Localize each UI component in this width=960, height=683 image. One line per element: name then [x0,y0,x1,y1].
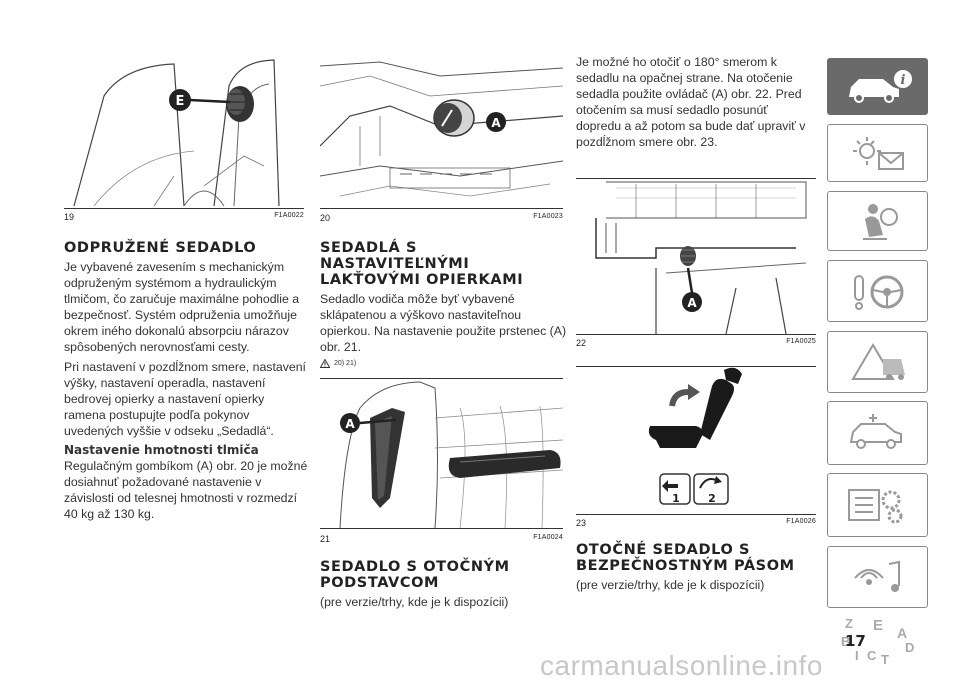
svg-text:A: A [345,417,355,431]
svg-text:E: E [176,94,185,109]
gears-specs-icon [847,489,902,524]
section-heading: ODPRUŽENÉ SEDADLO [64,240,257,256]
armrest-ring-illustration: A [320,378,563,528]
figure-21-caption: 21 F1A0024 [320,534,563,544]
swivel-lever-illustration: A [576,178,816,334]
warning-refs-text: 20) 21) [334,360,357,367]
paragraph: (pre verzie/trhy, kde je k dispozícii) [576,578,765,592]
figure-19-caption: 19 F1A0022 [64,212,304,222]
svg-text:2: 2 [708,492,716,505]
forward-step-badge: 1 [659,473,691,505]
svg-text:E: E [873,617,883,634]
svg-text:1: 1 [672,492,680,505]
armrest-icon [370,408,405,508]
subheading: Nastavenie hmotnosti tlmiča [64,443,259,457]
paragraph: (pre verzie/trhy, kde je k dispozícii) [320,595,509,609]
section-swivel-description: Je možné ho otočiť o 180° smerom k sedad… [576,54,816,150]
figure-20: A [320,56,563,209]
paragraph: Sedadlo vodiča môže byť vybavené sklápat… [320,292,567,354]
center-console-armrest-icon [448,450,561,478]
callout-a-badge [340,413,360,433]
svg-text:D: D [905,640,914,655]
tab-technical-data[interactable] [827,473,928,537]
rotate-step-badge: 2 [693,473,729,505]
warning-triangle-icon [320,359,330,368]
car-info-icon: i [848,69,912,103]
figure-code: F1A0024 [533,534,563,541]
callout-a-badge [486,112,506,132]
tab-emergency[interactable] [827,331,928,393]
section-heading: OTOČNÉ SEDADLO S BEZPEČNOSTNÝM PÁSOM [576,542,795,574]
seat-suspension-knob-illustration: E [64,56,304,208]
steering-wheel-icon [853,275,903,310]
suspension-knob-icon [226,86,254,122]
paragraph: Pri nastavení v pozdĺžnom smere, nastave… [64,360,306,438]
paragraph: Je možné ho otočiť o 180° smerom k sedad… [576,55,806,149]
svg-text:A: A [687,296,697,310]
figure-number: 19 [64,212,75,222]
damper-adjust-knob-illustration: A [320,56,563,208]
maintenance-car-icon [849,414,902,449]
figure-number: 22 [576,338,587,348]
multimedia-icon [853,560,900,592]
seat-rotation-diagram: 1 2 [576,366,816,514]
figure-23: 1 2 [576,366,816,515]
warning-references: 20) 21) [320,359,568,368]
dashboard-lights-icon [852,137,904,170]
figure-code: F1A0022 [274,212,304,219]
paragraph: Regulačným gombíkom (A) obr. 20 je možné… [64,459,308,521]
svg-text:C: C [867,648,877,663]
tab-vehicle-info[interactable]: i [827,58,928,115]
figure-code: F1A0023 [533,213,563,220]
figure-20-caption: 20 F1A0023 [320,213,563,223]
damper-knob-icon [433,99,475,137]
tab-starting-driving[interactable] [827,260,928,322]
warning-road-icon [850,343,905,380]
alphabet-index-icon: Z E A B D I C T [841,616,914,666]
figure-code: F1A0026 [786,518,816,525]
figure-number: 20 [320,213,331,223]
svg-text:I: I [855,648,859,663]
section-suspension-seat: ODPRUŽENÉ SEDADLO Je vybavené zavesením … [64,240,309,522]
section-heading: SEDADLO S OTOČNÝM PODSTAVCOM [320,559,510,591]
page-number: 17 [845,632,866,650]
svg-text:i: i [900,73,905,88]
section-swivel-seat: SEDADLO S OTOČNÝM PODSTAVCOM (pre verzie… [320,559,568,610]
figure-21: A [320,378,563,529]
section-armrest-seats: SEDADLÁ S NASTAVITEĽNÝMI LAKŤOVÝMI OPIER… [320,240,568,368]
figure-number: 23 [576,518,587,528]
seat-silhouette-icon [648,367,742,448]
figure-number: 21 [320,534,331,544]
callout-e-badge [169,89,191,111]
swivel-lever-icon [680,246,696,266]
svg-text:A: A [491,116,501,130]
figure-19: E [64,56,304,209]
airbag-safety-icon [862,204,898,240]
section-swivel-seatbelt: OTOČNÉ SEDADLO S BEZPEČNOSTNÝM PÁSOM (pr… [576,542,821,593]
tab-safety[interactable] [827,191,928,251]
figure-22: A [576,178,816,335]
watermark: carmanualsonline.info [540,650,823,681]
tab-dashboard[interactable] [827,124,928,182]
figure-23-caption: 23 F1A0026 [576,518,816,528]
svg-text:T: T [881,652,889,666]
tab-maintenance[interactable] [827,401,928,465]
tab-multimedia[interactable] [827,546,928,608]
tab-index[interactable]: Z E A B D I C T [827,612,928,668]
section-heading: SEDADLÁ S NASTAVITEĽNÝMI LAKŤOVÝMI OPIER… [320,240,524,288]
svg-text:B: B [841,634,850,649]
rotation-arrow-icon [669,384,700,407]
figure-22-caption: 22 F1A0025 [576,338,816,348]
figure-code: F1A0025 [786,338,816,345]
svg-text:A: A [897,625,907,641]
callout-a-badge [682,292,702,312]
paragraph: Je vybavené zavesením s mechanickým odpr… [64,260,300,354]
svg-text:Z: Z [845,616,853,631]
